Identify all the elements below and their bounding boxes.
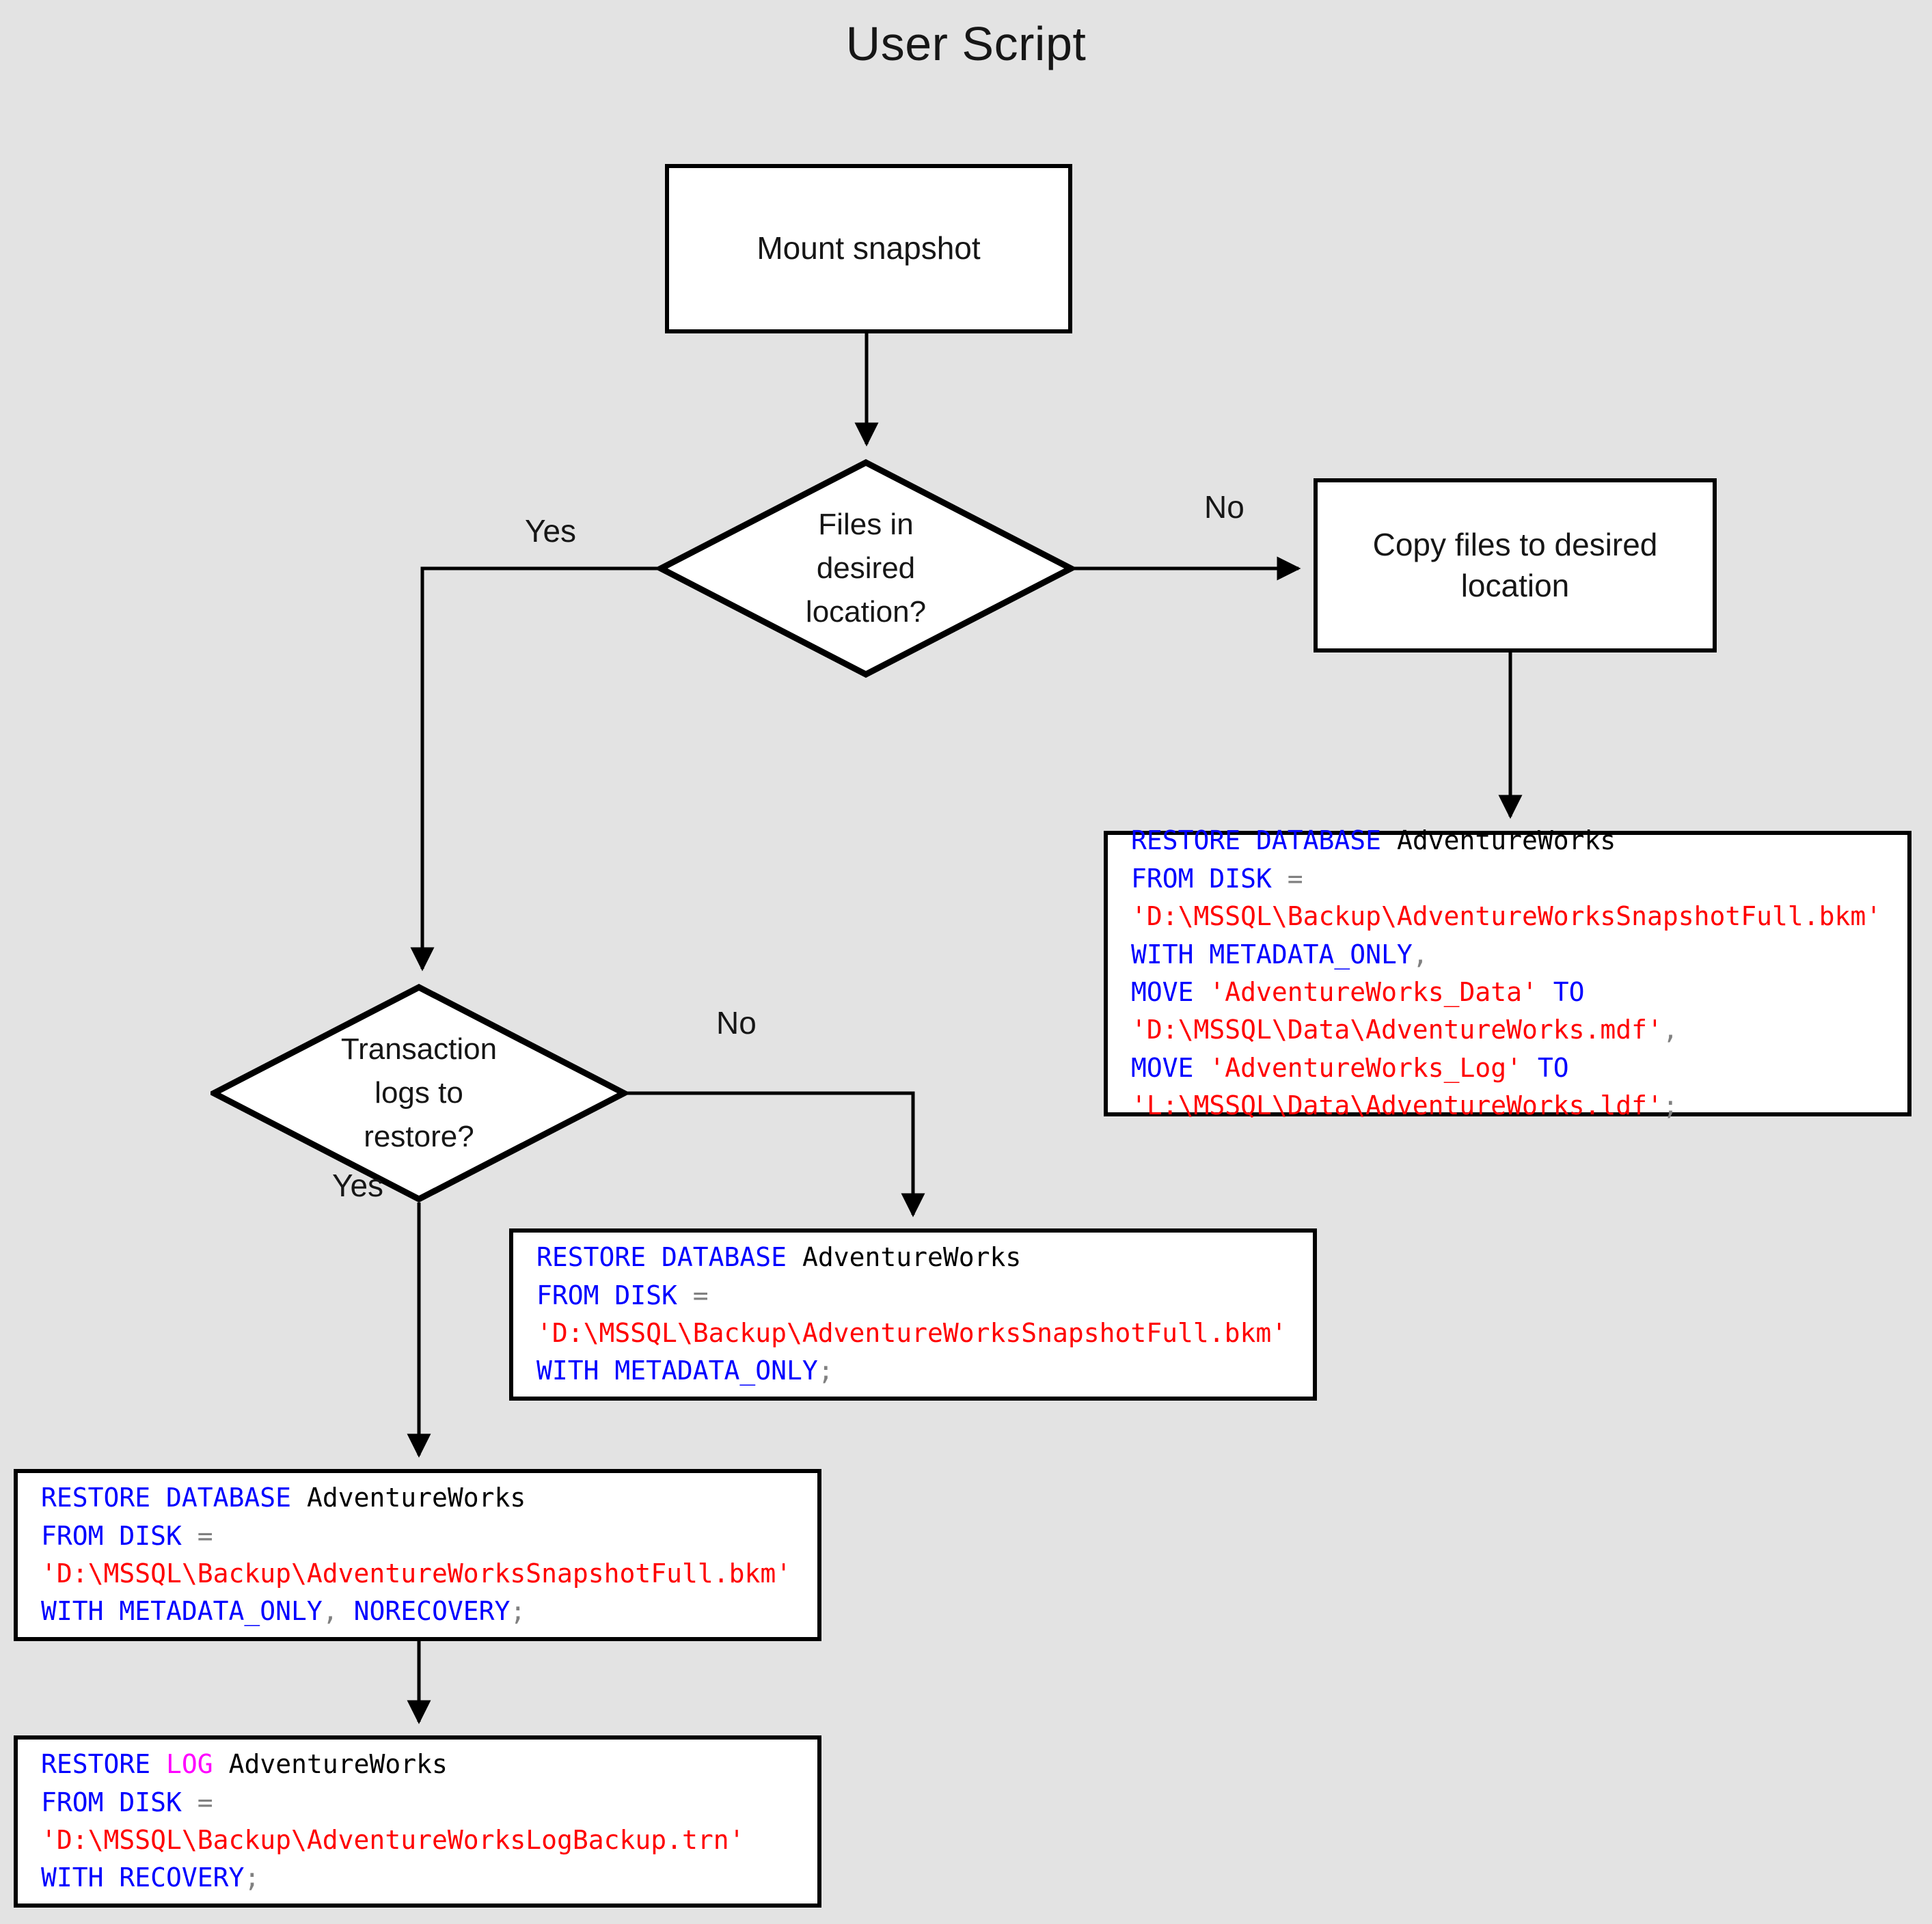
code-block-restore-norecovery: RESTORE DATABASE AdventureWorks FROM DIS…	[14, 1469, 821, 1641]
page-title: User Script	[845, 17, 1087, 70]
code-block-restore-log-text: RESTORE LOG AdventureWorks FROM DISK = '…	[41, 1749, 745, 1893]
node-copy-files-label: Copy files to desired location	[1372, 526, 1658, 603]
edge-label-logs-no: No	[716, 1005, 757, 1041]
node-decision-transaction-logs[interactable]: Transaction logs to restore?	[210, 984, 627, 1202]
node-decision-transaction-logs-label: Transaction logs to restore?	[340, 1032, 498, 1153]
code-block-restore-metadata-only-text: RESTORE DATABASE AdventureWorks FROM DIS…	[536, 1242, 1288, 1386]
edge-label-logs-yes: Yes	[332, 1168, 384, 1203]
node-copy-files[interactable]: Copy files to desired location	[1314, 478, 1717, 652]
code-block-restore-with-move: RESTORE DATABASE AdventureWorks FROM DIS…	[1104, 825, 1911, 1121]
node-mount-snapshot[interactable]: Mount snapshot	[665, 164, 1072, 333]
code-block-restore-norecovery-text: RESTORE DATABASE AdventureWorks FROM DIS…	[41, 1483, 792, 1627]
node-decision-files-location-label: Files in desired location?	[805, 508, 927, 629]
edge-label-files-yes: Yes	[525, 513, 577, 549]
edge-label-files-no: No	[1204, 489, 1244, 525]
node-decision-files-location[interactable]: Files in desired location?	[657, 459, 1074, 678]
code-block-restore-with-move-text: RESTORE DATABASE AdventureWorks FROM DIS…	[1131, 825, 1882, 1121]
code-block-restore-metadata-only: RESTORE DATABASE AdventureWorks FROM DIS…	[509, 1228, 1317, 1401]
code-block-restore-log: RESTORE LOG AdventureWorks FROM DISK = '…	[14, 1735, 821, 1908]
node-mount-snapshot-label: Mount snapshot	[757, 230, 981, 266]
